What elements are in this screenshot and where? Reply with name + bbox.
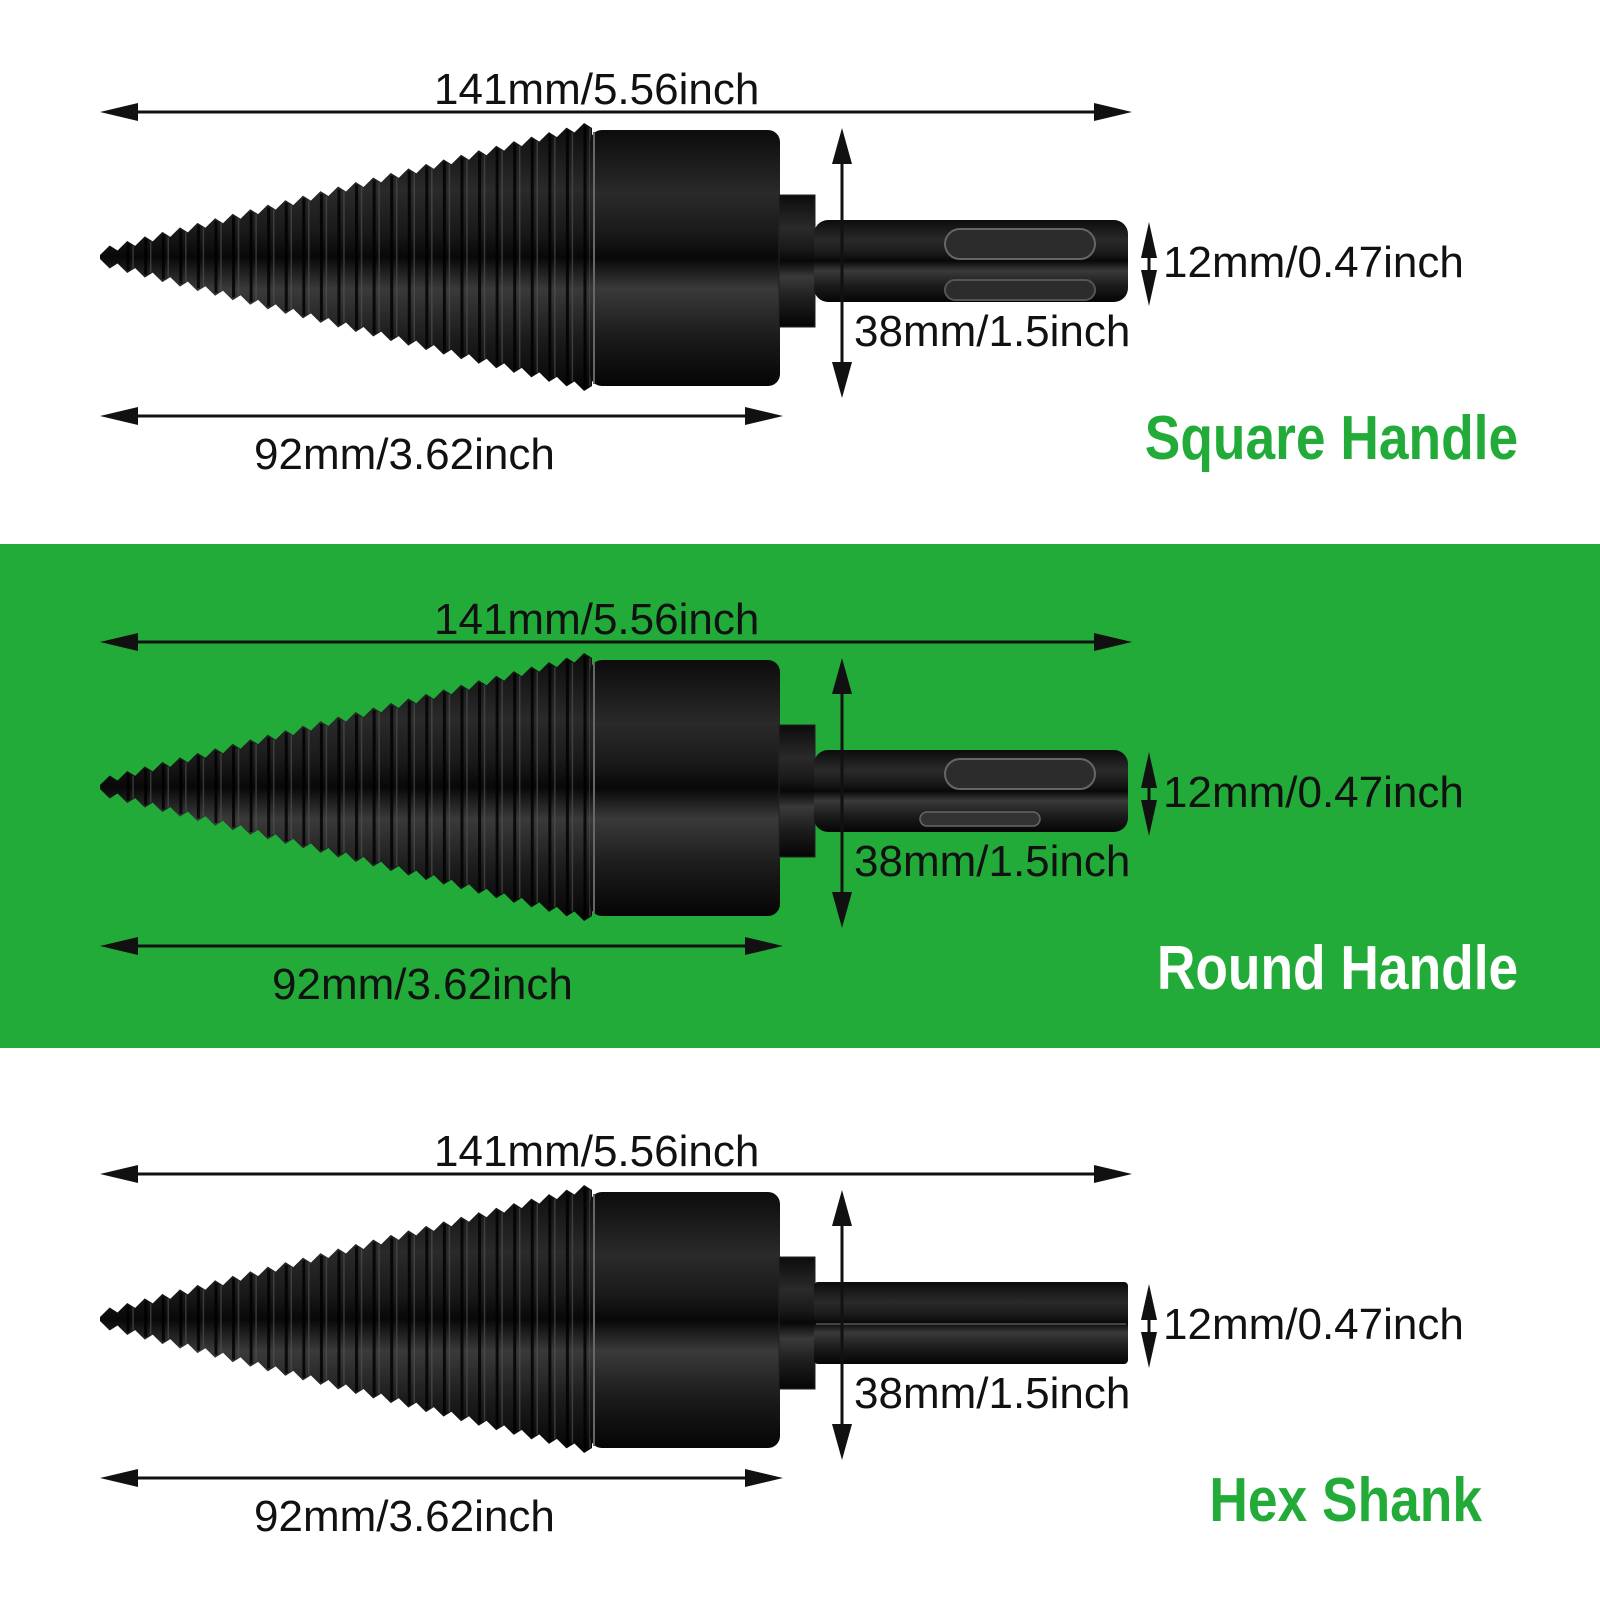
body-diameter-label: 38mm/1.5inch — [854, 837, 1131, 886]
variant-title: Square Handle — [1144, 404, 1518, 473]
total-length-arrow — [100, 633, 1132, 651]
total-length-label: 141mm/5.56inch — [434, 65, 760, 114]
drill-cone-thread — [100, 653, 592, 921]
panel-square-handle: 141mm/5.56inch 92mm/3.62inch 38mm/1.5inch 1… — [0, 0, 1600, 544]
panel-hex-shank: 141mm/5.56inch 92mm/3.62inch 38mm/1.5inch 1… — [0, 1062, 1600, 1600]
panel-round-handle: 141mm/5.56inch 92mm/3.62inch 38mm/1.5inch 1… — [0, 530, 1600, 1074]
total-length-arrow — [100, 1165, 1132, 1183]
hex-nut — [778, 1256, 816, 1390]
body-diameter-arrow — [832, 658, 852, 928]
drill-body — [590, 660, 780, 916]
total-length-label: 141mm/5.56inch — [434, 1127, 760, 1176]
drill-cone-thread — [100, 123, 592, 391]
shank-round — [814, 750, 1128, 832]
cone-length-arrow — [100, 937, 783, 955]
cone-length-label: 92mm/3.62inch — [272, 960, 573, 1009]
cone-length-arrow — [100, 1469, 783, 1487]
cone-length-label: 92mm/3.62inch — [254, 430, 555, 479]
shank-diameter-label: 12mm/0.47inch — [1163, 768, 1464, 817]
drill-cone-thread — [100, 1185, 592, 1453]
shank-diameter-arrow — [1141, 752, 1157, 836]
total-length-arrow — [100, 103, 1132, 121]
shank-square — [814, 220, 1128, 302]
drill-body — [590, 1192, 780, 1448]
cone-length-label: 92mm/3.62inch — [254, 1492, 555, 1541]
variant-title: Hex Shank — [1209, 1466, 1482, 1535]
shank-diameter-arrow — [1141, 1284, 1157, 1368]
total-length-label: 141mm/5.56inch — [434, 595, 760, 644]
drill-body — [590, 130, 780, 386]
body-diameter-arrow — [832, 128, 852, 398]
variant-title: Round Handle — [1156, 934, 1518, 1003]
body-diameter-label: 38mm/1.5inch — [854, 1369, 1131, 1418]
shank-diameter-arrow — [1141, 222, 1157, 306]
shank-diameter-label: 12mm/0.47inch — [1163, 1300, 1464, 1349]
body-diameter-label: 38mm/1.5inch — [854, 307, 1131, 356]
shank-diameter-label: 12mm/0.47inch — [1163, 238, 1464, 287]
shank-hex — [814, 1282, 1128, 1364]
hex-nut — [778, 194, 816, 328]
hex-nut — [778, 724, 816, 858]
cone-length-arrow — [100, 407, 783, 425]
body-diameter-arrow — [832, 1190, 852, 1460]
